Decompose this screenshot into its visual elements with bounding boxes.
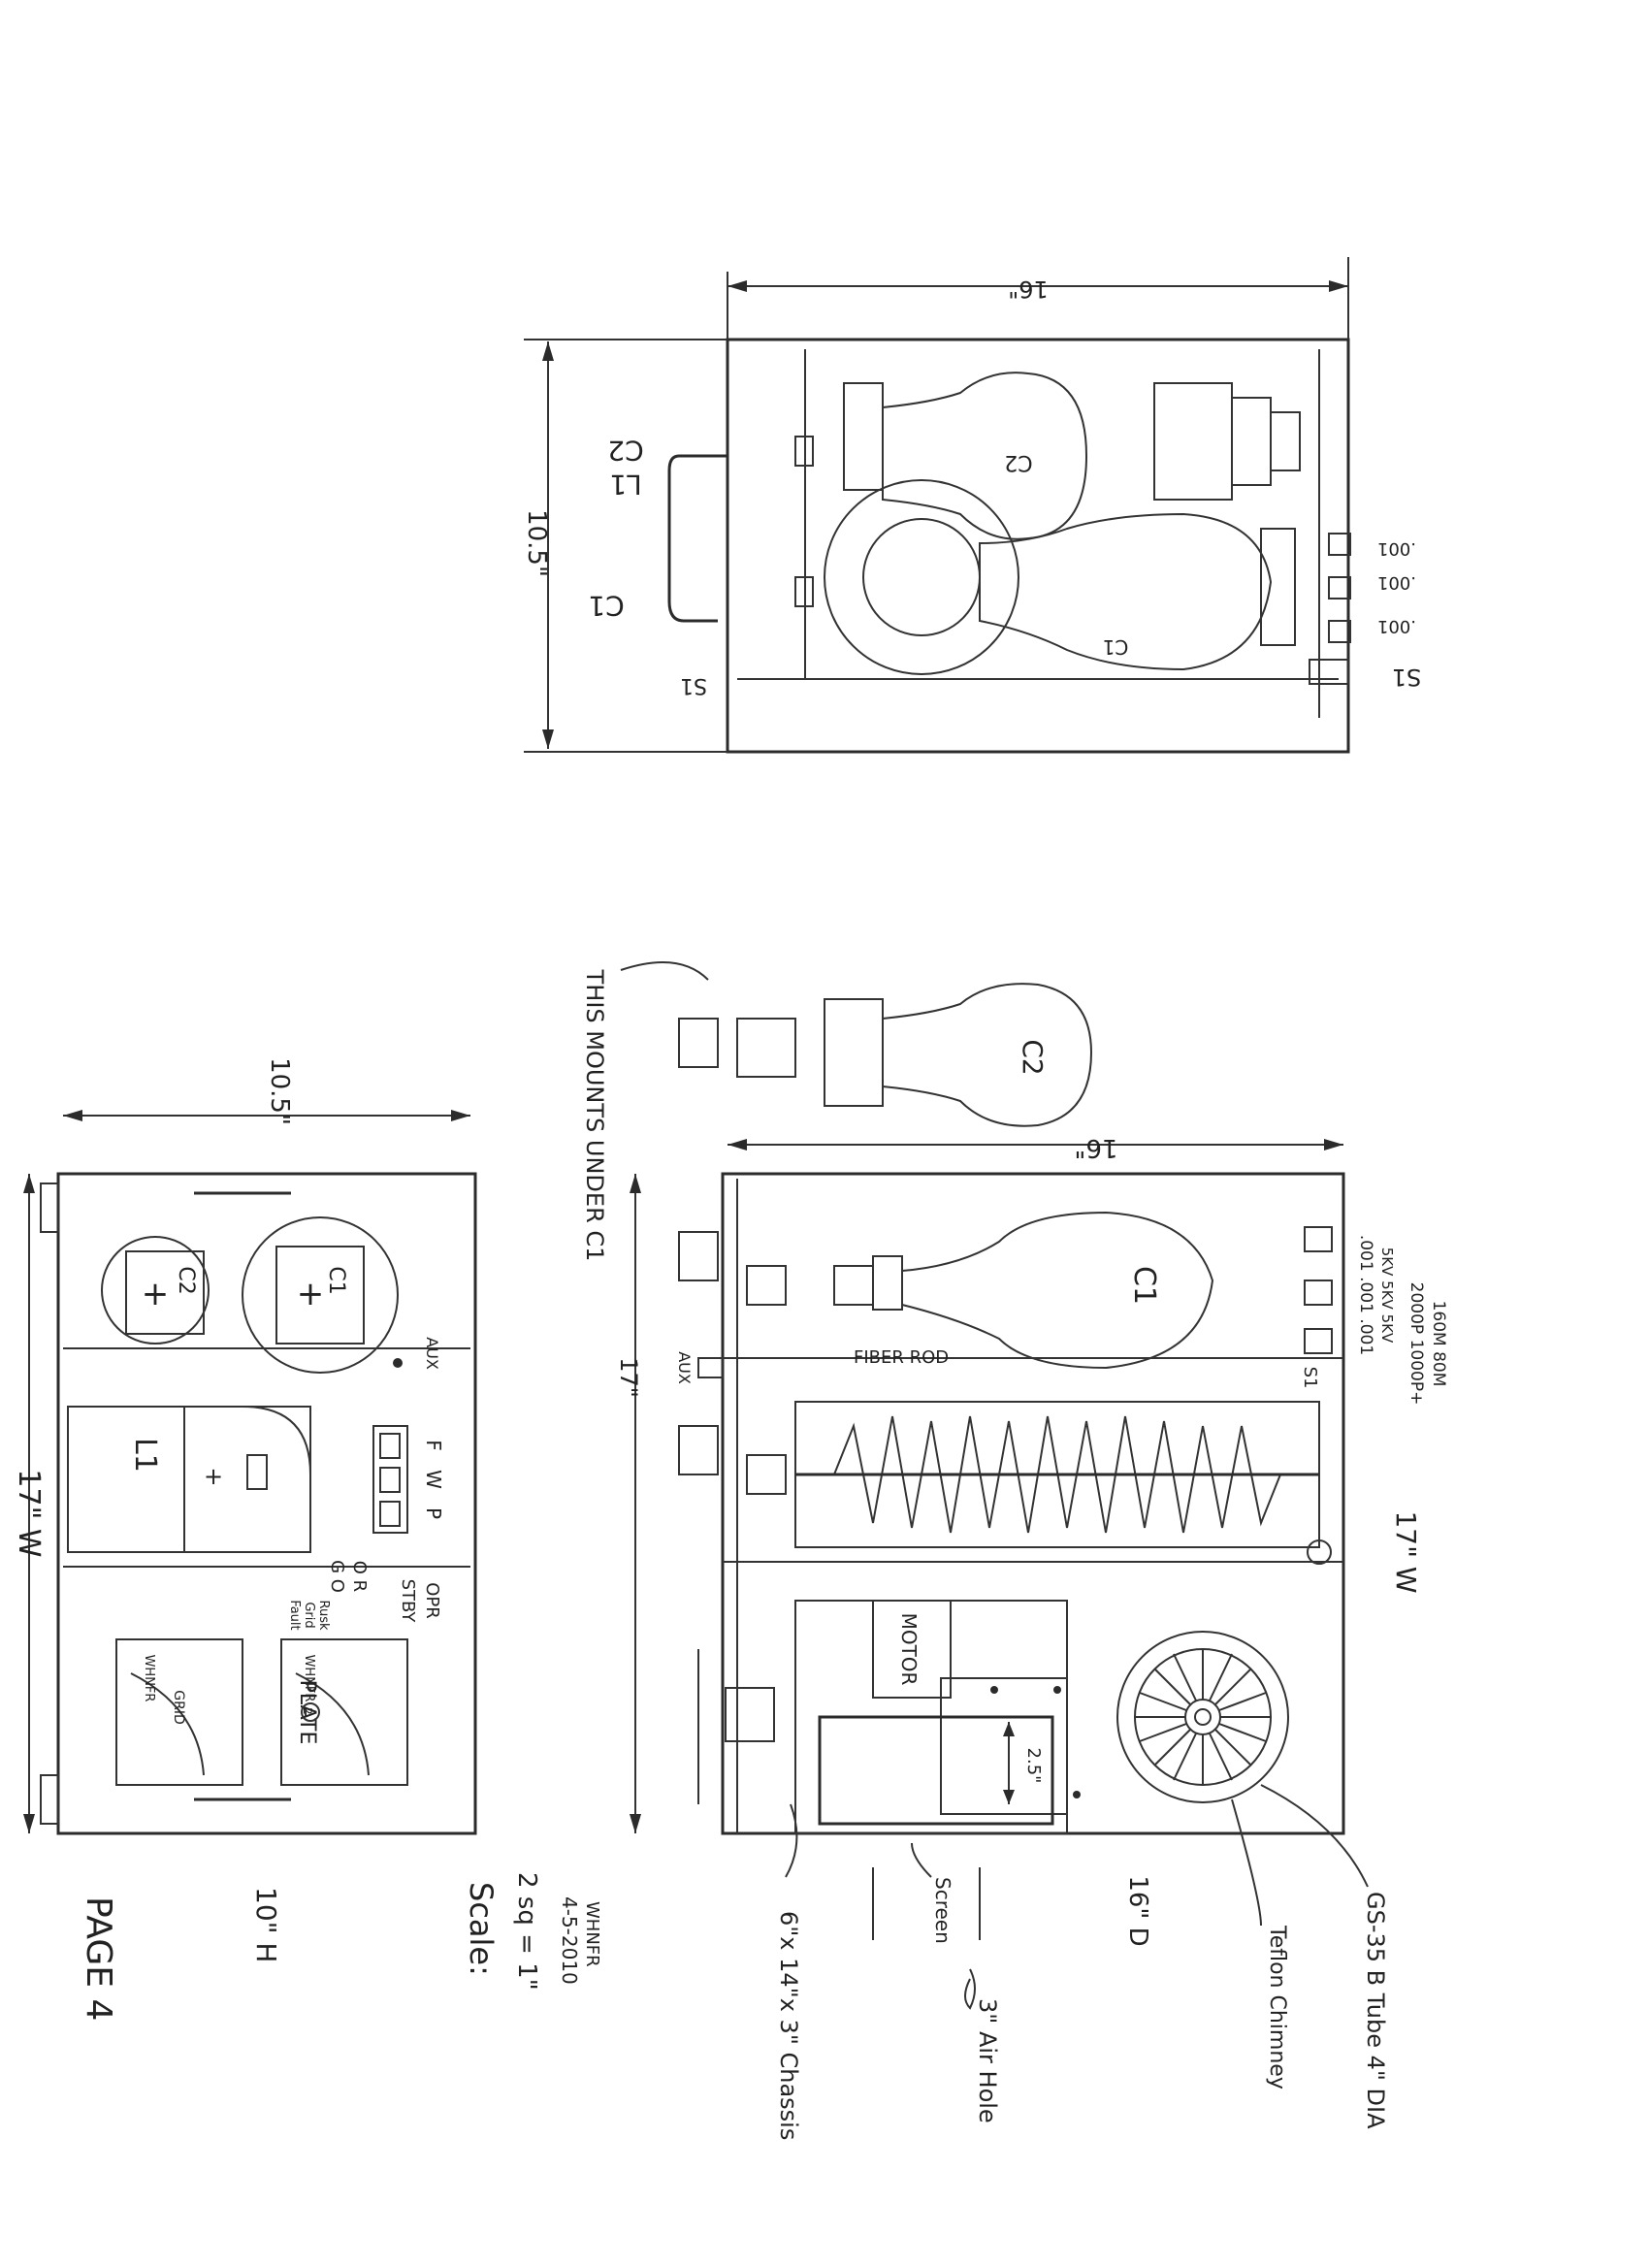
- front-panel-diagram: 17" W 10.5" C2 + C1 + AUX L1 + F: [12, 1057, 477, 1835]
- front-fwp-labels: F W P: [422, 1440, 445, 1519]
- front-aux-label: AUX: [423, 1337, 441, 1370]
- top-c2-label: C2: [1004, 450, 1032, 474]
- svg-text:+: +: [204, 1463, 223, 1490]
- side-coil: [795, 1415, 1319, 1534]
- sheet-annotations: PAGE 4 10" H Scale: 2 sq = 1" 4-5-2010 W…: [79, 1872, 602, 2021]
- side-c1-label: C1: [1127, 1266, 1161, 1305]
- callouts: 6"x 14"x 3" Chassis Screen 3" Air Hole T…: [775, 1784, 1389, 2140]
- top-cap-values: .001 .001 .001: [1377, 538, 1416, 636]
- callout-tube: GS-35 B Tube 4" DIA: [1362, 1892, 1389, 2129]
- top-depth-label: 10.5": [522, 509, 551, 577]
- top-width-label: 16": [1008, 275, 1049, 303]
- plate-meter-label: PLATE: [295, 1680, 319, 1745]
- side-motor-label: MOTOR: [897, 1613, 921, 1686]
- side-17-label: 17": [615, 1357, 642, 1398]
- front-stby-label: STBY: [398, 1579, 418, 1624]
- front-go-label: G O: [327, 1560, 347, 1593]
- svg-text:+: +: [297, 1275, 325, 1313]
- side-tube-chimney: [1116, 1631, 1289, 1803]
- front-c2-label: C2: [174, 1266, 198, 1294]
- side-17w-label: 17" W: [1390, 1510, 1422, 1593]
- top-view-diagram: 16" 10.5" C2 C1 .001: [522, 257, 1422, 754]
- front-mode-labels: Rusk Grid Fault: [287, 1600, 331, 1631]
- svg-text:W: W: [422, 1470, 445, 1489]
- scale-author: WHNFR: [582, 1901, 602, 1967]
- top-view-enclosure: [726, 338, 1350, 754]
- grid-meter-label: GRID: [171, 1690, 186, 1725]
- front-l1-label: L1: [128, 1438, 162, 1473]
- height-label: 10" H: [250, 1887, 282, 1962]
- svg-text:Fault: Fault: [287, 1600, 302, 1630]
- top-l1-label: L1: [609, 469, 641, 501]
- side-view-diagram: 16" 17" 17" W C2 THIS MOUNTS UNDER C1 C1…: [581, 961, 1448, 1947]
- front-c1-label: C1: [324, 1266, 348, 1294]
- side-s1-label: S1: [1300, 1367, 1320, 1389]
- plate-meter-maker: WHNFR: [302, 1655, 316, 1702]
- plate-meter-circle: 2: [301, 1707, 314, 1715]
- side-aux-label: AUX: [675, 1351, 694, 1384]
- front-opr-label: OPR: [422, 1582, 442, 1619]
- callout-air-hole: 3" Air Hole: [974, 1998, 1001, 2123]
- side-16-label: 16": [1074, 1133, 1117, 1162]
- svg-text:+: +: [142, 1275, 170, 1313]
- side-bands-label: 160M 80M: [1429, 1301, 1448, 1387]
- svg-text:F: F: [422, 1440, 445, 1451]
- grid-meter-maker: WHNFR: [142, 1655, 156, 1702]
- side-values-label: .001 .001 .001: [1356, 1235, 1375, 1355]
- svg-text:Grid: Grid: [302, 1602, 316, 1628]
- scale-ratio: 2 sq = 1": [512, 1872, 541, 1991]
- callout-teflon: Teflon Chimney: [1265, 1925, 1289, 2090]
- svg-text:.001: .001: [1377, 538, 1416, 559]
- side-volts-label: 5KV 5KV 5KV: [1378, 1247, 1396, 1344]
- callout-screen: Screen: [931, 1877, 954, 1944]
- top-c1-outer-label: C1: [588, 590, 624, 622]
- callout-chassis: 6"x 14"x 3" Chassis: [775, 1911, 802, 2140]
- side-fiber-rod-label: FIBER ROD: [854, 1347, 949, 1368]
- grid-meter: [115, 1638, 243, 1786]
- page-label: PAGE 4: [79, 1896, 118, 2021]
- side-note: THIS MOUNTS UNDER C1: [581, 969, 608, 1262]
- front-or-label: O R: [349, 1561, 370, 1592]
- side-caps-label: 2000P 1000P+: [1406, 1282, 1426, 1406]
- side-depth-label: 16" D: [1123, 1875, 1152, 1946]
- side-25-label: 2.5": [1023, 1748, 1044, 1784]
- front-width-label: 17" W: [12, 1469, 46, 1557]
- top-s1-right-label: S1: [1392, 664, 1422, 691]
- svg-text:Rusk: Rusk: [316, 1601, 331, 1631]
- svg-text:.001: .001: [1377, 572, 1416, 593]
- svg-text:.001: .001: [1377, 616, 1416, 636]
- scale-title: Scale:: [463, 1882, 500, 1976]
- scale-date: 4-5-2010: [558, 1896, 581, 1985]
- top-c1-tube-label: C1: [1103, 635, 1129, 659]
- side-c2-label: C2: [1017, 1039, 1049, 1075]
- top-c2-outer-label: C2: [607, 435, 643, 467]
- front-panel-outline: [56, 1172, 477, 1835]
- top-s1-left-label: S1: [680, 673, 707, 697]
- front-depth-label: 10.5": [265, 1057, 294, 1125]
- svg-text:P: P: [422, 1507, 445, 1519]
- plate-meter: [280, 1638, 408, 1786]
